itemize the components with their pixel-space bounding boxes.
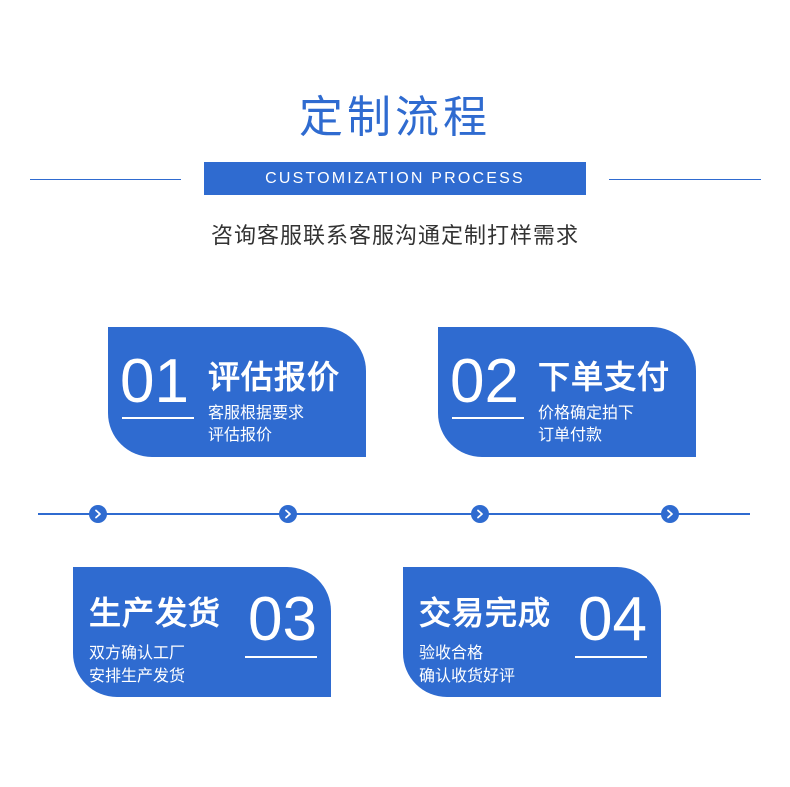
step-card-02: 02 下单支付 价格确定拍下 订单付款 xyxy=(438,327,696,457)
chevron-right-icon xyxy=(661,505,679,523)
step-card-03: 生产发货 03 双方确认工厂 安排生产发货 xyxy=(73,567,331,697)
step-detail-line-2: 确认收货好评 xyxy=(419,666,516,685)
step-number: 01 xyxy=(120,347,189,416)
chevron-right-icon xyxy=(471,505,489,523)
step-title: 下单支付 xyxy=(538,358,671,396)
step-title: 生产发货 xyxy=(89,594,222,632)
chevron-right-icon xyxy=(279,505,297,523)
step-number-underline xyxy=(575,656,647,658)
step-number-underline xyxy=(245,656,317,658)
step-detail-line-1: 价格确定拍下 xyxy=(538,403,635,422)
step-card-01: 01 评估报价 客服根据要求 评估报价 xyxy=(108,327,366,457)
title-divider-right xyxy=(609,179,761,180)
chevron-right-icon xyxy=(89,505,107,523)
step-title: 交易完成 xyxy=(419,594,552,632)
step-number-underline xyxy=(452,417,524,419)
step-number: 04 xyxy=(578,585,647,654)
step-number: 02 xyxy=(450,347,519,416)
step-number: 03 xyxy=(248,585,317,654)
step-title: 评估报价 xyxy=(208,358,341,396)
title-divider-left xyxy=(30,179,181,180)
step-detail-line-1: 验收合格 xyxy=(419,643,484,662)
step-detail-line-1: 客服根据要求 xyxy=(208,403,305,422)
page-title: 定制流程 xyxy=(299,92,491,143)
step-number-underline xyxy=(122,417,194,419)
timeline-line xyxy=(38,513,750,515)
step-detail-line-2: 订单付款 xyxy=(538,425,603,444)
step-detail-line-1: 双方确认工厂 xyxy=(89,643,186,662)
subtitle-banner: CUSTOMIZATION PROCESS xyxy=(204,162,586,195)
step-detail-line-2: 评估报价 xyxy=(208,425,273,444)
process-description: 咨询客服联系客服沟通定制打样需求 xyxy=(210,224,579,249)
step-detail-line-2: 安排生产发货 xyxy=(89,666,186,685)
step-card-04: 交易完成 04 验收合格 确认收货好评 xyxy=(403,567,661,697)
